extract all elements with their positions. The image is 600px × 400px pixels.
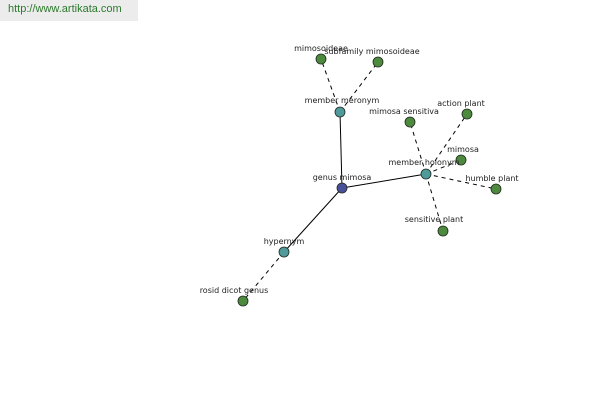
node-sensitive-plant[interactable] xyxy=(437,225,449,237)
node-label-mimosoideae[interactable]: mimosoideae xyxy=(294,44,348,53)
node-humble-plant[interactable] xyxy=(490,183,502,195)
node-label-hypernym[interactable]: hypernym xyxy=(264,237,305,246)
nodes-layer xyxy=(237,53,502,307)
node-label-humble-plant[interactable]: humble plant xyxy=(465,174,518,183)
node-label-action-plant[interactable]: action plant xyxy=(437,99,485,108)
node-mimosoideae[interactable] xyxy=(315,53,327,65)
node-label-rosid-dicot-genus[interactable]: rosid dicot genus xyxy=(200,286,269,295)
edge-member_holonym-humble_plant xyxy=(425,173,497,190)
node-mimosa-sensitiva[interactable] xyxy=(404,116,416,128)
node-label-genus-mimosa[interactable]: genus mimosa xyxy=(313,173,372,182)
site-url-link[interactable]: http://www.artikata.com xyxy=(0,0,138,21)
node-action-plant[interactable] xyxy=(461,108,473,120)
node-member-holonym[interactable] xyxy=(420,168,432,180)
edge-member_meronym-subfamily_mimosoideae xyxy=(339,61,379,113)
edge-member_meronym-mimosoideae xyxy=(320,58,341,113)
labels-layer: genus mimosa member meronym member holonym… xyxy=(200,44,519,295)
edge-genus_mimosa-member_holonym xyxy=(341,173,427,189)
node-rosid-dicot-genus[interactable] xyxy=(237,295,249,307)
node-label-mimosa[interactable]: mimosa xyxy=(447,145,479,154)
node-label-sensitive-plant[interactable]: sensitive plant xyxy=(405,215,464,224)
node-label-subfamily-mimosoideae[interactable]: subfamily mimosoideae xyxy=(324,47,419,56)
node-label-mimosa-sensitiva[interactable]: mimosa sensitiva xyxy=(369,107,439,116)
edge-member_holonym-mimosa_sensitiva xyxy=(409,121,427,175)
node-subfamily-mimosoideae[interactable] xyxy=(372,56,384,68)
edge-genus_mimosa-hypernym xyxy=(283,187,343,253)
node-label-member-holonym[interactable]: member holonym xyxy=(388,158,459,167)
node-genus-mimosa[interactable] xyxy=(336,182,348,194)
node-mimosa[interactable] xyxy=(455,154,467,166)
node-member-meronym[interactable] xyxy=(334,106,346,118)
edge-genus_mimosa-member_meronym xyxy=(339,111,343,189)
edge-member_holonym-mimosa xyxy=(425,159,462,175)
node-label-member-meronym[interactable]: member meronym xyxy=(305,96,380,105)
node-hypernym[interactable] xyxy=(278,246,290,258)
edge-member_holonym-sensitive_plant xyxy=(425,173,444,232)
edges-layer xyxy=(242,58,497,302)
edge-hypernym-rosid_dicot_genus xyxy=(242,251,285,302)
